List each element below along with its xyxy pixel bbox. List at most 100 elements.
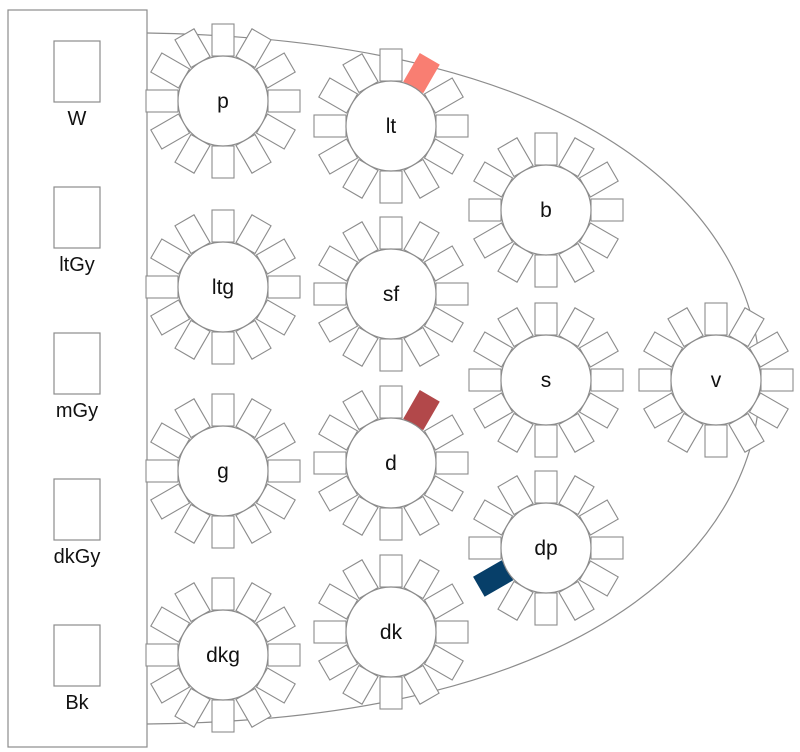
seat — [534, 302, 558, 336]
table-dk: dk — [313, 554, 469, 710]
table-top — [345, 586, 437, 678]
table-p: p — [145, 23, 301, 179]
table-label: v — [711, 369, 722, 392]
table-label: sf — [383, 283, 400, 306]
seat — [267, 275, 301, 299]
table-sf: sf — [313, 216, 469, 372]
seat — [145, 89, 179, 113]
table-top — [177, 609, 269, 701]
table-g: g — [145, 393, 301, 549]
table-ltg: ltg — [145, 209, 301, 365]
seat — [267, 643, 301, 667]
seat — [534, 424, 558, 458]
swatch-label: Bk — [65, 692, 89, 714]
table-d: d — [313, 385, 469, 541]
table-label: dk — [380, 621, 403, 644]
table-dkg: dkg — [145, 577, 301, 733]
seat — [379, 338, 403, 372]
seat — [379, 676, 403, 710]
seat — [704, 424, 728, 458]
table-label: p — [217, 90, 229, 113]
table-label: dkg — [206, 644, 240, 667]
seat — [379, 48, 403, 82]
seat — [379, 385, 403, 419]
swatch-w: W — [53, 40, 101, 130]
seat — [435, 282, 469, 306]
seat — [468, 368, 502, 392]
swatch-label: ltGy — [59, 254, 95, 276]
table-label: b — [540, 199, 552, 222]
seat — [379, 216, 403, 250]
table-s: s — [468, 302, 624, 458]
seat — [590, 198, 624, 222]
swatch-label: W — [68, 108, 87, 130]
seat — [145, 275, 179, 299]
seat — [211, 331, 235, 365]
seat — [267, 89, 301, 113]
seat — [435, 114, 469, 138]
table-label: g — [217, 460, 229, 483]
swatch-dkgy: dkGy — [53, 478, 101, 568]
table-top — [345, 417, 437, 509]
table-label: ltg — [212, 276, 234, 299]
seat — [638, 368, 672, 392]
seat — [534, 592, 558, 626]
seat — [313, 620, 347, 644]
seat — [468, 536, 502, 560]
seat — [211, 209, 235, 243]
seat — [534, 132, 558, 166]
swatch-label: dkGy — [54, 546, 101, 568]
swatch-box — [53, 332, 101, 395]
seat — [379, 507, 403, 541]
table-top — [177, 425, 269, 517]
seat — [379, 170, 403, 204]
swatch-box — [53, 478, 101, 541]
seat — [211, 515, 235, 549]
seat — [313, 114, 347, 138]
seat — [590, 536, 624, 560]
table-top — [500, 334, 592, 426]
table-list: p lt b ltg sf s v g d dp dkg dk — [145, 23, 794, 733]
table-label: d — [385, 452, 397, 475]
swatch-label: mGy — [56, 400, 98, 422]
table-top — [500, 502, 592, 594]
table-top — [345, 248, 437, 340]
swatch-box — [53, 40, 101, 103]
seat — [313, 451, 347, 475]
swatch-bk: Bk — [53, 624, 101, 714]
table-top — [177, 55, 269, 147]
seat — [435, 620, 469, 644]
seat — [211, 393, 235, 427]
table-top — [345, 80, 437, 172]
table-dp: dp — [468, 470, 624, 626]
seat — [267, 459, 301, 483]
seat — [211, 577, 235, 611]
seat — [468, 198, 502, 222]
table-v: v — [638, 302, 794, 458]
seat — [145, 643, 179, 667]
table-lt: lt — [313, 48, 469, 204]
seat — [435, 451, 469, 475]
swatch-ltgy: ltGy — [53, 186, 101, 276]
seat — [145, 459, 179, 483]
seat — [534, 470, 558, 504]
swatch-box — [53, 624, 101, 687]
swatch-mgy: mGy — [53, 332, 101, 422]
seat — [704, 302, 728, 336]
seat — [211, 145, 235, 179]
table-label: lt — [386, 115, 397, 138]
seat — [379, 554, 403, 588]
table-top — [500, 164, 592, 256]
seat — [590, 368, 624, 392]
table-b: b — [468, 132, 624, 288]
seat — [211, 23, 235, 57]
table-top — [177, 241, 269, 333]
swatch-box — [53, 186, 101, 249]
seat — [211, 699, 235, 733]
seat — [313, 282, 347, 306]
seat — [760, 368, 794, 392]
table-label: s — [541, 369, 552, 392]
seat — [534, 254, 558, 288]
